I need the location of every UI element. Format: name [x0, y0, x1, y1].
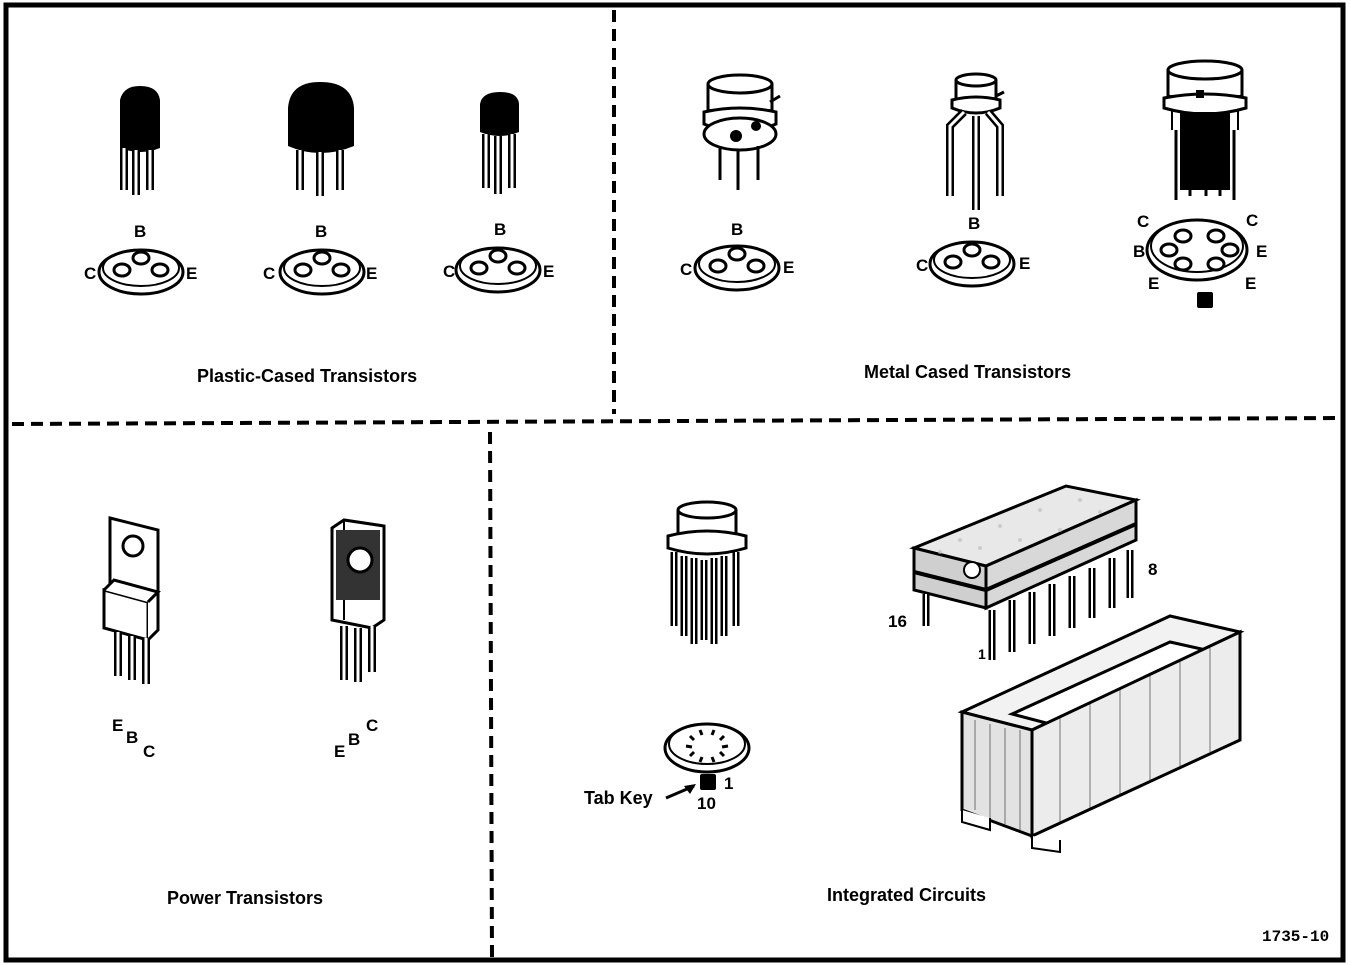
plastic-2-collector-label: C: [263, 264, 276, 283]
metal-pinout-dual: [1145, 218, 1249, 308]
power-2-base-label: B: [348, 730, 361, 749]
plastic-1-base-label: B: [134, 222, 147, 241]
metal-transistor-1: [702, 73, 781, 190]
plastic-2-base-label: B: [315, 222, 328, 241]
plastic-transistor-1: [120, 86, 160, 195]
metal-pinout-1: [693, 244, 781, 292]
plastic-pinout-3: [454, 246, 542, 294]
metal-dual-emitter2-label: E: [1245, 274, 1257, 293]
figure-number: 1735-10: [1262, 928, 1330, 946]
divider-horizontal: [11, 416, 1341, 426]
plastic-3-base-label: B: [494, 220, 507, 239]
power-1-emitter-label: E: [112, 716, 124, 735]
outer-border: [3, 2, 1346, 963]
metal-dual-collector1-label: C: [1137, 212, 1150, 231]
plastic-panel-title: Plastic-Cased Transistors: [197, 366, 418, 386]
plastic-pinout-2: [278, 248, 366, 296]
power-transistor-to220: [102, 516, 161, 684]
tab-key-label: Tab Key: [584, 788, 653, 808]
power-transistor-to126: [330, 518, 386, 682]
metal-2-emitter-label: E: [1019, 254, 1031, 273]
metal-2-base-label: B: [968, 214, 981, 233]
metal-pinout-2: [928, 240, 1016, 288]
ic-can-pin-ten-label: 10: [697, 794, 716, 813]
dip-pin-one-label: 1: [978, 646, 986, 662]
plastic-3-collector-label: C: [443, 262, 456, 281]
ic-metal-can: [666, 500, 748, 644]
plastic-transistor-2: [288, 82, 354, 196]
power-panel-title: Power Transistors: [167, 888, 324, 908]
metal-2-collector-label: C: [916, 256, 929, 275]
metal-transistor-2: [946, 72, 1005, 210]
metal-dual-collector2-label: C: [1246, 211, 1259, 230]
dip-pin-eight-label: 8: [1148, 560, 1158, 579]
power-2-emitter-label: E: [334, 742, 346, 761]
plastic-transistor-3: [480, 92, 519, 194]
ic-can-pin-one-label: 1: [724, 774, 734, 793]
power-2-collector-label: C: [366, 716, 379, 735]
metal-transistor-dual: [1162, 59, 1248, 200]
ic-metal-can-pinout: [663, 722, 751, 800]
ic-socket: [957, 614, 1245, 854]
plastic-pinout-1: [97, 248, 185, 296]
plastic-1-collector-label: C: [84, 264, 97, 283]
plastic-2-emitter-label: E: [366, 264, 378, 283]
plastic-3-emitter-label: E: [543, 262, 555, 281]
metal-1-emitter-label: E: [783, 258, 795, 277]
power-1-collector-label: C: [143, 742, 156, 761]
power-1-base-label: B: [126, 728, 139, 747]
metal-1-collector-label: C: [680, 260, 693, 279]
ic-panel-title: Integrated Circuits: [827, 885, 987, 905]
metal-dual-base-label: B: [1133, 242, 1146, 261]
metal-dual-emitter1-label: E: [1148, 274, 1160, 293]
ic-dip-package: [909, 484, 1141, 660]
dip-pin-sixteen-label: 16: [888, 612, 907, 631]
plastic-1-emitter-label: E: [186, 264, 198, 283]
metal-panel-title: Metal Cased Transistors: [864, 362, 1072, 382]
metal-1-base-label: B: [731, 220, 744, 239]
divider-bottom-vertical: [488, 431, 494, 959]
metal-dual-emitter-right-label: E: [1256, 242, 1268, 261]
